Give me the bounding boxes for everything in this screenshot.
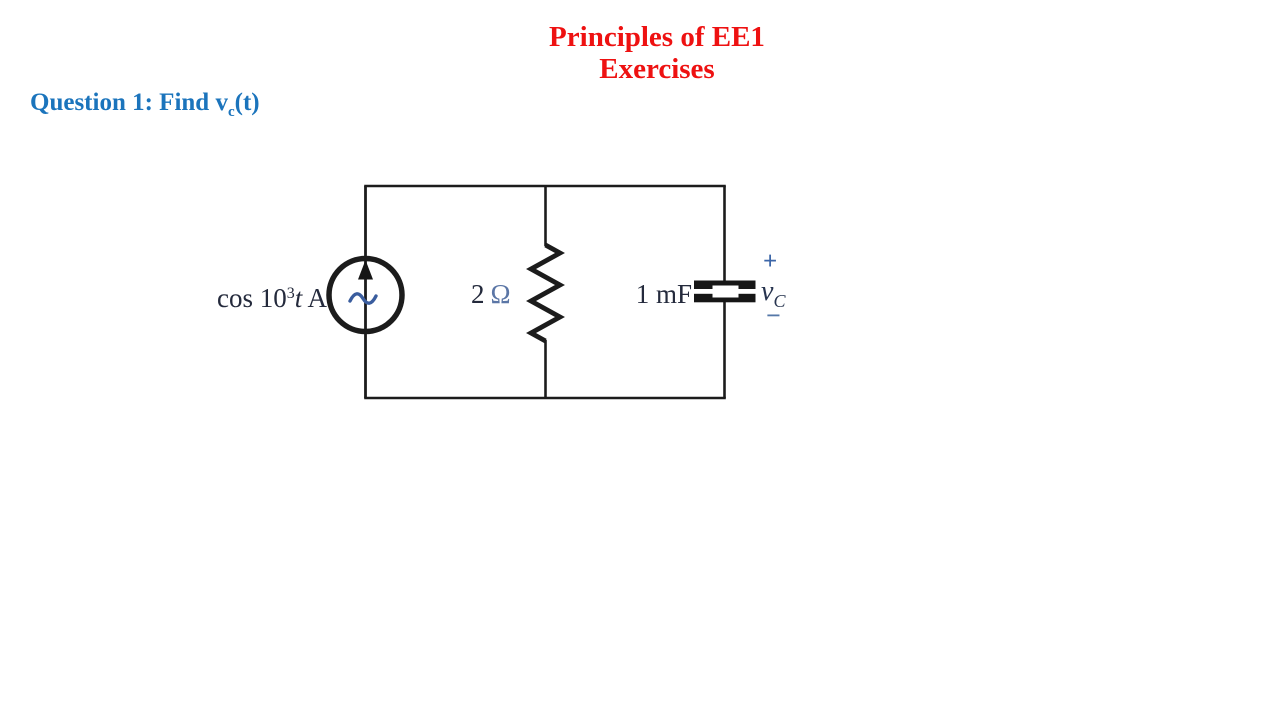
voltage-label: vC — [761, 277, 785, 316]
source-label-unit: A — [302, 283, 327, 313]
circuit-wires — [364, 184, 726, 400]
capacitor-label: 1 mF — [635, 279, 692, 309]
question-text: Question 1: Find v — [30, 89, 228, 116]
question-heading: Question 1: Find vc(t) — [30, 89, 260, 126]
title-line-1: Principles of EE1 — [549, 21, 765, 53]
voltage-subscript: C — [773, 291, 786, 311]
source-label-prefix: cos 10 — [216, 283, 287, 313]
current-arrow-icon — [358, 260, 373, 280]
source-label-variable: t — [294, 283, 303, 313]
page-title: Principles of EE1 Exercises — [34, 21, 1280, 85]
voltage-variable: v — [761, 276, 774, 307]
source-label-exponent: 3 — [286, 285, 295, 302]
resistor-zigzag-icon — [526, 242, 565, 344]
resistor-unit: Ω — [490, 279, 511, 309]
source-label: cos 103t A — [140, 280, 327, 312]
voltage-minus-sign: − — [766, 301, 781, 330]
title-line-2: Exercises — [599, 53, 715, 85]
voltage-plus-sign: + — [763, 248, 778, 275]
question-text-end: (t) — [234, 89, 260, 116]
capacitor-plates-icon — [694, 280, 756, 303]
capacitor-plate-notch — [712, 285, 739, 298]
capacitor-top-plate — [694, 280, 756, 289]
question-subscript: c — [227, 104, 235, 120]
resistor-value: 2 — [471, 279, 485, 309]
ac-sine-icon — [348, 292, 378, 305]
capacitor-bottom-plate — [694, 293, 756, 303]
